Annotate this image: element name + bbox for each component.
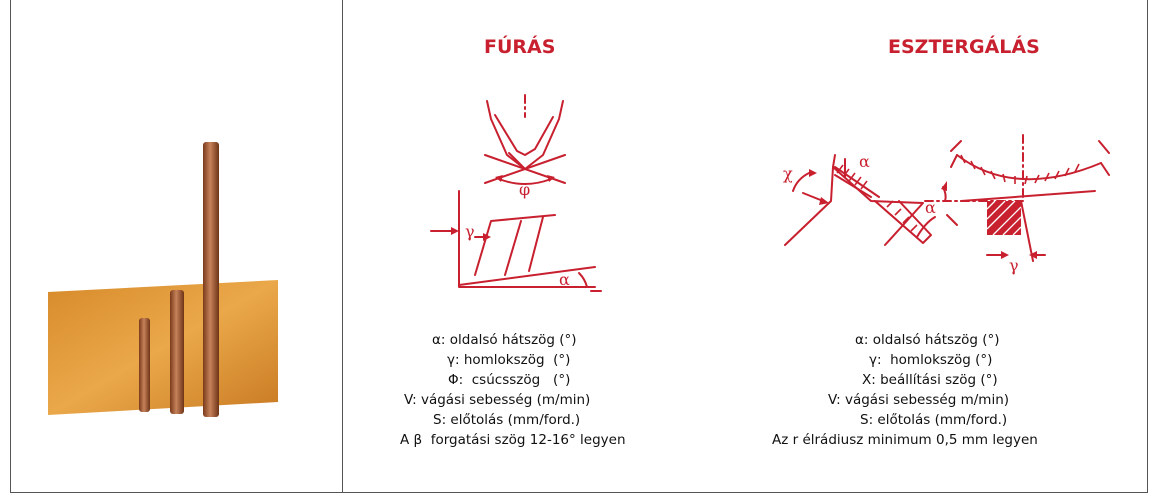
column-divider bbox=[342, 0, 343, 493]
alpha-symbol: α bbox=[559, 270, 570, 289]
legend-line: α: oldalsó hátszög (°) bbox=[855, 332, 1000, 348]
copper-rod-tall bbox=[203, 142, 219, 417]
drilling-diagram: φ γ α bbox=[430, 94, 602, 292]
legend-line: S: előtolás (mm/ford.) bbox=[433, 412, 581, 428]
gamma-symbol: γ bbox=[465, 222, 475, 241]
legend-line: S: előtolás (mm/ford.) bbox=[860, 412, 1008, 428]
copper-rod-small bbox=[139, 318, 150, 412]
legend-line: γ: homlokszög (°) bbox=[447, 352, 571, 368]
phi-symbol: φ bbox=[519, 180, 530, 199]
legend-line: X: beállítási szög (°) bbox=[862, 372, 998, 388]
gamma-symbol: γ bbox=[1009, 256, 1019, 275]
legend-line: V: vágási sebesség m/min) bbox=[828, 392, 1010, 408]
alpha-mid-symbol: α bbox=[925, 198, 936, 217]
turning-legend: α: oldalsó hátszög (°) γ: homlokszög (°)… bbox=[772, 330, 1038, 450]
legend-line: Az r élrádiusz minimum 0,5 mm legyen bbox=[772, 432, 1038, 448]
turning-title: ESZTERGÁLÁS bbox=[888, 36, 1040, 58]
legend-line: V: vágási sebesség (m/min) bbox=[404, 392, 591, 408]
legend-line: γ: homlokszög (°) bbox=[869, 352, 993, 368]
copper-product-image bbox=[48, 142, 278, 417]
drilling-legend: α: oldalsó hátszög (°) γ: homlokszög (°)… bbox=[390, 330, 626, 450]
copper-plate bbox=[48, 280, 278, 415]
copper-rod-medium bbox=[170, 290, 184, 414]
drilling-title: FÚRÁS bbox=[484, 36, 556, 58]
content-frame bbox=[10, 0, 1148, 493]
turning-diagram: χ α α γ bbox=[783, 134, 1110, 275]
legend-line: A β forgatási szög 12-16° legyen bbox=[400, 432, 626, 448]
legend-line: α: oldalsó hátszög (°) bbox=[432, 332, 577, 348]
alpha-top-symbol: α bbox=[859, 152, 870, 171]
legend-line: Φ: csúcsszög (°) bbox=[448, 372, 571, 388]
chi-symbol: χ bbox=[783, 164, 793, 183]
